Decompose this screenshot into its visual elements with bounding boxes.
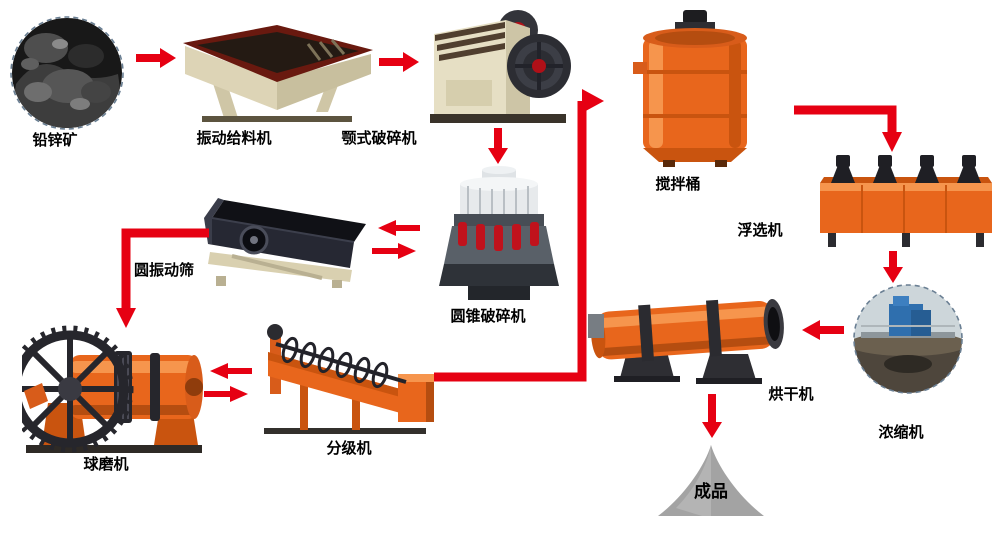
arrow-screen-to-ball-mill [113,224,213,334]
node-ore [8,14,126,132]
node-flotation [816,153,996,251]
label-mixing-tank: 搅拌桶 [655,176,701,193]
arrow-flotation-to-thickener [881,249,905,285]
arrow-jaw-to-cone-crusher [486,126,510,166]
label-cone-crusher: 圆锥破碎机 [450,308,526,325]
arrow-mixing-tank-to-flotation [790,100,910,160]
arrow-thickener-to-dryer [794,318,846,342]
arrow-feeder-to-jaw-crusher [377,50,421,74]
arrow-ore-to-feeder [134,46,178,70]
label-ore: 铅锌矿 [32,132,78,149]
label-flotation: 浮选机 [737,222,783,239]
label-ball-mill: 球磨机 [83,456,129,473]
node-mixing-tank [633,10,758,168]
arrow-dryer-to-product [700,392,724,440]
label-vibrating-feeder: 振动给料机 [196,130,272,147]
node-cone-crusher [438,166,560,304]
dryer-icon [588,299,784,384]
label-jaw-crusher: 颚式破碎机 [341,130,417,147]
arrow-cone-to-screen [370,219,422,237]
jaw-crusher-icon [430,10,571,123]
ore-photo-icon [10,16,124,130]
node-product [652,442,770,520]
label-product: 成品 [694,482,728,501]
label-classifier: 分级机 [326,440,372,457]
thickener-photo-icon [853,284,963,394]
flotation-machine-icon [820,155,992,247]
vibrating-feeder-icon [183,25,373,122]
arrow-ball-mill-to-classifier [202,385,254,403]
label-thickener: 浓缩机 [878,424,924,441]
arrow-screen-to-cone [370,242,422,260]
arrow-classifier-to-mixing-tank [430,85,620,385]
node-jaw-crusher [422,2,572,127]
node-vibrating-feeder [180,22,375,125]
node-dryer [588,280,796,390]
mixing-tank-icon [633,10,747,167]
label-vibrating-screen: 圆振动筛 [133,262,194,279]
node-thickener [851,282,965,396]
ball-mill-icon [22,325,203,453]
product-pile-icon [658,445,764,516]
spiral-classifier-icon [264,324,434,434]
node-ball-mill [22,325,207,457]
label-dryer: 烘干机 [768,386,814,403]
cone-crusher-icon [439,166,559,300]
node-classifier [256,322,438,440]
arrow-classifier-to-ball-mill [202,362,254,380]
